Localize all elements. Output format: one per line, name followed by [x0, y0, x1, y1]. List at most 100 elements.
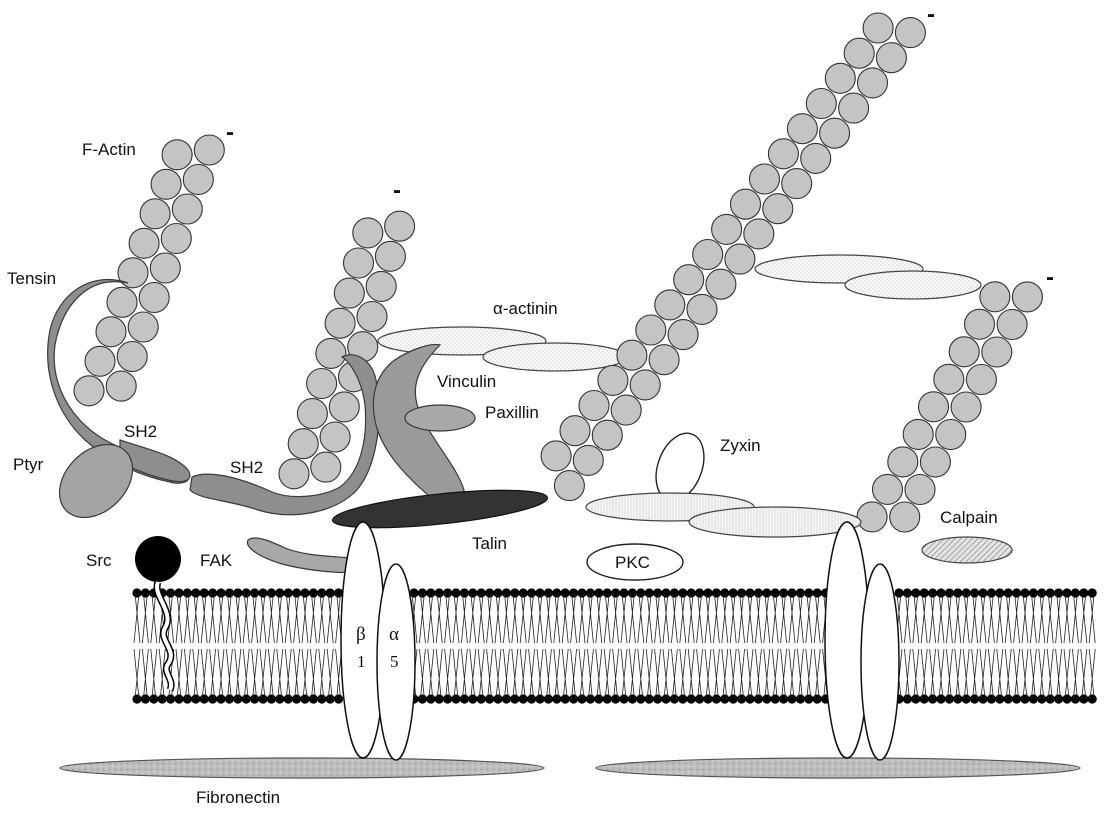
lipid-head — [258, 694, 267, 703]
lipid-head — [1029, 588, 1038, 597]
actin-monomer — [895, 18, 925, 48]
lipid-tail — [210, 649, 216, 699]
vinculin-label: Vinculin — [437, 372, 496, 391]
actin-monomer — [118, 258, 148, 288]
lipid-head — [561, 694, 570, 703]
lipid-tail — [529, 593, 535, 643]
lipid-tail — [193, 593, 199, 643]
lipid-head — [703, 694, 712, 703]
lipid-head — [326, 588, 335, 597]
lipid-tail — [680, 593, 686, 643]
lipid-tail — [302, 649, 308, 699]
actin-monomer — [353, 218, 383, 248]
lipid-tail — [764, 649, 770, 699]
lipid-head — [200, 588, 209, 597]
actin-monomer — [731, 189, 761, 219]
actin-monomer — [316, 338, 346, 368]
pkc-label: PKC — [615, 553, 650, 572]
lipid-tail — [963, 593, 969, 643]
lipid-tail — [806, 649, 812, 699]
lipid-head — [485, 694, 494, 703]
lipid-tail — [1081, 649, 1087, 699]
lipid-head — [945, 694, 954, 703]
lipid-head — [737, 588, 746, 597]
integrin-beta-label: β — [356, 624, 366, 645]
lipid-tail — [764, 593, 770, 643]
lipid-tail — [955, 593, 961, 643]
lipid-head — [804, 694, 813, 703]
lipid-tail — [755, 649, 761, 699]
lipid-tail — [151, 593, 157, 643]
lipid-tail — [453, 649, 459, 699]
lipid-tail — [722, 649, 728, 699]
lipid-head — [233, 694, 242, 703]
fibronectin-right — [596, 758, 1080, 778]
lipid-tail — [537, 593, 543, 643]
lipid-tail — [921, 649, 927, 699]
actin-monomer — [140, 199, 170, 229]
actin-monomer — [982, 337, 1012, 367]
lipid-head — [962, 694, 971, 703]
actin-monomer — [344, 248, 374, 278]
lipid-head — [619, 694, 628, 703]
lipid-tail — [638, 593, 644, 643]
lipid-head — [995, 694, 1004, 703]
lipid-tail — [781, 593, 787, 643]
lipid-head — [300, 588, 309, 597]
actin-monomer — [876, 43, 906, 73]
lipid-bilayer — [132, 588, 1096, 703]
lipid-head — [987, 694, 996, 703]
lipid-head — [678, 588, 687, 597]
lipid-tail — [980, 593, 986, 643]
lipid-head — [451, 588, 460, 597]
actin-monomer — [768, 139, 798, 169]
lipid-head — [552, 694, 561, 703]
f-actin-filament-left — [74, 135, 224, 406]
lipid-head — [945, 588, 954, 597]
actin-monomer — [311, 452, 341, 482]
actin-monomer — [329, 392, 359, 422]
lipid-head — [468, 694, 477, 703]
lipid-head — [216, 694, 225, 703]
lipid-head — [435, 694, 444, 703]
lipid-head — [720, 588, 729, 597]
lipid-tail — [319, 649, 325, 699]
lipid-head — [779, 694, 788, 703]
lipid-head — [544, 588, 553, 597]
lipid-head — [267, 694, 276, 703]
lipid-head — [762, 694, 771, 703]
lipid-tail — [988, 649, 994, 699]
lipid-tail — [1072, 593, 1078, 643]
lipid-tail — [310, 649, 316, 699]
lipid-head — [326, 694, 335, 703]
lipid-tail — [680, 649, 686, 699]
lipid-tail — [938, 593, 944, 643]
lipid-head — [953, 588, 962, 597]
lipid-tail — [972, 649, 978, 699]
lipid-head — [1079, 588, 1088, 597]
lipid-tail — [730, 593, 736, 643]
actin-monomer — [965, 309, 995, 339]
lipid-head — [970, 694, 979, 703]
lipid-tail — [814, 649, 820, 699]
actin-monomer — [668, 320, 698, 350]
actin-monomer — [951, 392, 981, 422]
lipid-head — [661, 588, 670, 597]
lipid-tail — [1022, 593, 1028, 643]
lipid-head — [225, 588, 234, 597]
actin-monomer — [162, 140, 192, 170]
lipid-tail — [663, 649, 669, 699]
lipid-tail — [713, 649, 719, 699]
lipid-tail — [319, 593, 325, 643]
actin-monomer — [905, 475, 935, 505]
alpha-actinin-label: α-actinin — [493, 299, 558, 318]
lipid-head — [611, 588, 620, 597]
lipid-head — [242, 588, 251, 597]
fibronectin-label: Fibronectin — [196, 788, 280, 807]
actin-monomer — [725, 244, 755, 274]
lipid-tail — [730, 649, 736, 699]
lipid-head — [435, 588, 444, 597]
lipid-tail — [268, 593, 274, 643]
f-actin-label: F-Actin — [82, 140, 136, 159]
